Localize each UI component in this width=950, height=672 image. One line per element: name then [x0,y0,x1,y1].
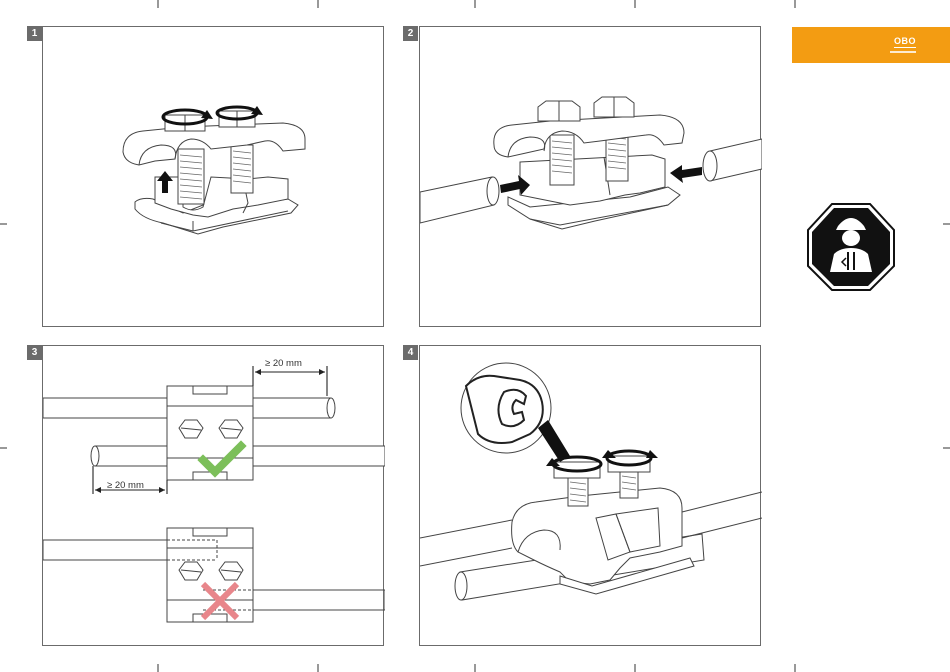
wrench-icon [461,363,570,462]
step-2-number: 2 [403,26,418,41]
step-3-spacing-illustration: ≥ 20 mm ≥ 20 mm [43,346,385,647]
step-1-clamp-illustration [43,27,385,328]
dim-top-label: ≥ 20 mm [265,358,302,369]
step-1-panel [42,26,384,327]
step-2-panel [419,26,761,327]
brand-tagline-mark [890,51,916,53]
step-1-number: 1 [27,26,42,41]
step-4-tightening-illustration [420,346,762,647]
push-arrow-icon [670,165,702,183]
step-4-number: 4 [403,345,418,360]
step-2-clamp-illustration [420,27,762,328]
step-3-panel: ≥ 20 mm ≥ 20 mm [42,345,384,646]
dim-left-label: ≥ 20 mm [107,480,144,491]
step-4-panel [419,345,761,646]
brand-bar: OBO [792,27,950,63]
step-3-number: 3 [27,345,42,360]
brand-logo: OBO [894,36,916,48]
